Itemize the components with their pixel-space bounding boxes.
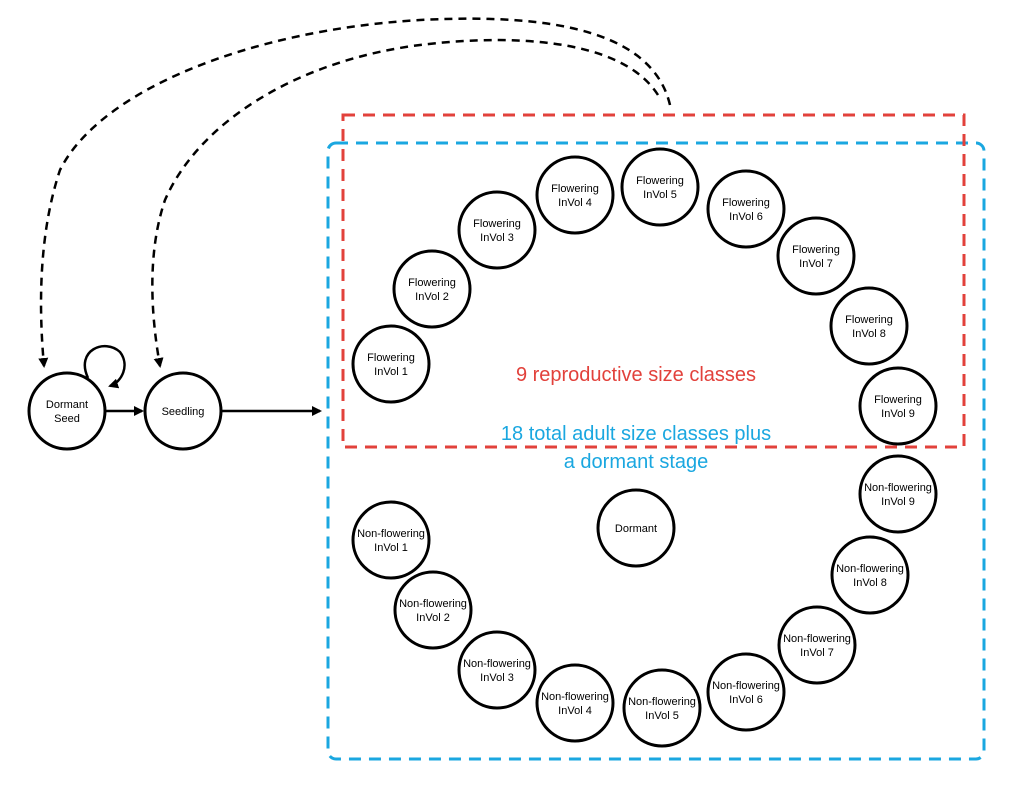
node-non-flowering-invol-7-label-line-2: InVol 7 (800, 647, 834, 659)
node-non-flowering-invol-7-label-line-1: Non-flowering (783, 633, 851, 645)
node-dormant-seed-label-line-1: Dormant (46, 399, 88, 411)
node-flowering-invol-3-label-line-2: InVol 3 (480, 232, 514, 244)
node-non-flowering-invol-2-label-line-2: InVol 2 (416, 612, 450, 624)
nodes-layer: DormantSeedSeedlingDormantFloweringInVol… (27, 147, 938, 748)
node-flowering-invol-6-label-line-2: InVol 6 (729, 211, 763, 223)
node-non-flowering-invol-3-circle (457, 630, 537, 710)
node-non-flowering-invol-7-circle (777, 605, 857, 685)
adult-classes-box (326, 141, 986, 761)
node-flowering-invol-7-label-line-2: InVol 7 (799, 258, 833, 270)
node-non-flowering-invol-6-circle (706, 652, 786, 732)
node-flowering-invol-2-label-line-1: Flowering (408, 277, 456, 289)
node-non-flowering-invol-8-label-line-1: Non-flowering (836, 563, 904, 575)
node-dormant-seed-circle (27, 371, 107, 451)
node-flowering-invol-5-label-line-1: Flowering (636, 175, 684, 187)
node-dormant-circle (596, 488, 676, 568)
node-non-flowering-invol-5-circle (622, 668, 702, 748)
recruitment-arrow-to-dormant-seed (38, 17, 672, 368)
node-non-flowering-invol-1-circle (351, 500, 431, 580)
node-non-flowering-invol-9-label-line-1: Non-flowering (864, 482, 932, 494)
node-flowering-invol-7-circle (776, 216, 856, 296)
node-non-flowering-invol-3-label-line-2: InVol 3 (480, 672, 514, 684)
node-dormant-label-line-1: Dormant (615, 523, 657, 535)
node-seedling-circle (143, 371, 223, 451)
node-flowering-invol-2-circle (392, 249, 472, 329)
node-flowering-invol-8-label-line-2: InVol 8 (852, 328, 886, 340)
node-non-flowering-invol-9-circle (858, 454, 938, 534)
node-non-flowering-invol-4-label-line-1: Non-flowering (541, 691, 609, 703)
reproductive-classes-label: 9 reproductive size classes (516, 364, 756, 386)
node-flowering-invol-4-label-line-1: Flowering (551, 183, 599, 195)
node-flowering-invol-1-label-line-2: InVol 1 (374, 366, 408, 378)
node-dormant: Dormant (596, 488, 676, 568)
node-flowering-invol-5-circle (620, 147, 700, 227)
node-flowering-invol-1-label-line-1: Flowering (367, 352, 415, 364)
node-flowering-invol-5-label-line-2: InVol 5 (643, 189, 677, 201)
node-flowering-invol-1-circle (351, 324, 431, 404)
node-non-flowering-invol-8-label-line-2: InVol 8 (853, 577, 887, 589)
node-flowering-invol-3-label-line-1: Flowering (473, 218, 521, 230)
node-flowering-invol-9-label-line-2: InVol 9 (881, 408, 915, 420)
node-flowering-invol-4-circle (535, 155, 615, 235)
node-flowering-invol-9-label-line-1: Flowering (874, 394, 922, 406)
node-non-flowering-invol-1-label-line-1: Non-flowering (357, 528, 425, 540)
node-flowering-invol-8-label-line-1: Flowering (845, 314, 893, 326)
node-flowering-invol-2-label-line-2: InVol 2 (415, 291, 449, 303)
adult-classes-label-line2: a dormant stage (564, 451, 709, 473)
node-non-flowering-invol-6-label-line-1: Non-flowering (712, 680, 780, 692)
node-non-flowering-invol-5-label-line-1: Non-flowering (628, 696, 696, 708)
reproductive-classes-box (341, 113, 966, 449)
node-non-flowering-invol-2-label-line-1: Non-flowering (399, 598, 467, 610)
node-non-flowering-invol-3-label-line-1: Non-flowering (463, 658, 531, 670)
node-non-flowering-invol-6-label-line-2: InVol 6 (729, 694, 763, 706)
node-non-flowering-invol-4-label-line-2: InVol 4 (558, 705, 592, 717)
node-non-flowering-invol-2-circle (393, 570, 473, 650)
node-flowering-invol-7-label-line-1: Flowering (792, 244, 840, 256)
node-non-flowering-invol-9-label-line-2: InVol 9 (881, 496, 915, 508)
recruitment-arrow-to-seedling (151, 38, 660, 368)
node-non-flowering-invol-5-label-line-2: InVol 5 (645, 710, 679, 722)
node-seedling: Seedling (143, 371, 223, 451)
node-flowering-invol-3-circle (457, 190, 537, 270)
node-dormant-seed-label-line-2: Seed (54, 413, 80, 425)
node-flowering-invol-9-circle (858, 366, 938, 446)
node-non-flowering-invol-4-circle (535, 663, 615, 743)
node-non-flowering-invol-1-label-line-2: InVol 1 (374, 542, 408, 554)
node-flowering-invol-6-label-line-1: Flowering (722, 197, 770, 209)
adult-classes-label-line1: 18 total adult size classes plus (501, 423, 771, 445)
node-flowering-invol-8-circle (829, 286, 909, 366)
node-seedling-label-line-1: Seedling (162, 406, 205, 418)
node-flowering-invol-4-label-line-2: InVol 4 (558, 197, 592, 209)
dormant-seed-self-loop (83, 344, 126, 389)
node-flowering-invol-6-circle (706, 169, 786, 249)
node-non-flowering-invol-8-circle (830, 535, 910, 615)
